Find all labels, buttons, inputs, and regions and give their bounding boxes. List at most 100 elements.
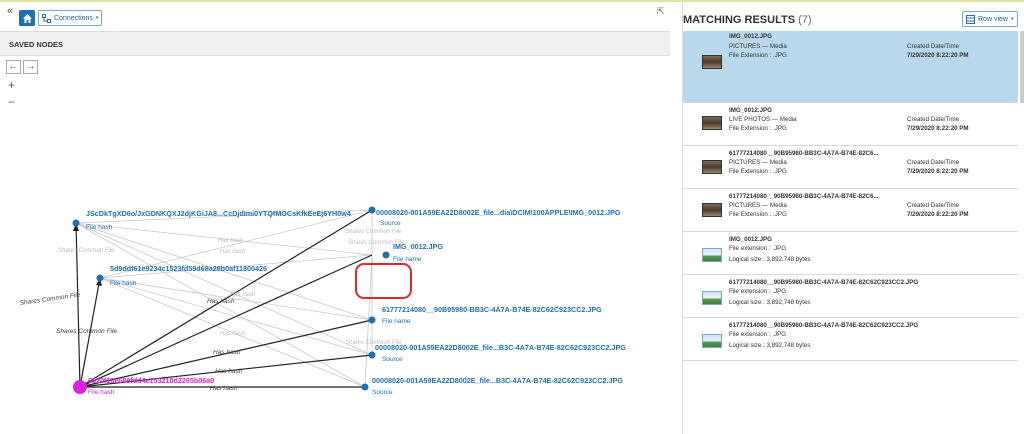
result-category: PICTURES — Media (729, 202, 787, 209)
results-title-text: MATCHING RESULTS (683, 14, 796, 26)
top-border (0, 0, 1024, 2)
pin-icon[interactable]: ⇱ (657, 6, 665, 16)
back-button[interactable]: ← (6, 60, 21, 74)
result-name: IMG_0012.JPG (729, 33, 772, 40)
edge-label-has-hash-faint: Has hash (218, 238, 244, 244)
result-date-value: 7/29/2020 8:22:20 PM (907, 168, 969, 175)
node-sublabel: File hash (110, 280, 137, 287)
result-row[interactable]: IMG_0012.JPG LIVE PHOTOS — Media File Ex… (683, 103, 1018, 146)
highlight-box (355, 263, 412, 299)
graph-node-file-hash-selected[interactable]: 6520f18e689fdd4e153210d2265b06a0 File ha… (73, 376, 214, 396)
result-extension: File Extension : .JPG (729, 168, 787, 175)
node-label: IMG_0012.JPG (393, 242, 443, 251)
result-name: 61777214080__90B95980-BB3C-4A7A-B74E-82C… (729, 279, 919, 286)
result-name: 61777214080__90B95980-BB3C-4A7A-B74E-82C… (729, 193, 879, 200)
result-date-label: Created Date/Time (907, 43, 960, 50)
chevron-down-icon: ▾ (95, 15, 99, 21)
node-sublabel: File hash (88, 389, 115, 396)
node-label: 6520f18e689fdd4e153210d2265b06a0 (88, 376, 214, 385)
result-row[interactable]: 61777214080__90B95980-BB3C-4A7A-B74E-82C… (683, 318, 1018, 361)
saved-nodes-panel: SAVED NODES ← → + − (0, 31, 670, 434)
image-file-icon (702, 291, 722, 305)
photo-thumbnail (702, 203, 722, 217)
result-extension: File Extension : .JPG (729, 211, 787, 218)
result-date-label: Created Date/Time (907, 116, 960, 123)
result-row[interactable]: 61777214080__90B95980-BB3C-4A7A-B74E-82C… (683, 189, 1018, 232)
graph-edges-light (75, 209, 373, 388)
result-name: IMG_0012.JPG (729, 236, 772, 243)
result-size: Logical size : 3,892,748 bytes (729, 256, 811, 263)
result-name: IMG_0012.JPG (729, 107, 772, 114)
result-extension: File extension : .JPG (729, 245, 787, 252)
node-sublabel: File hash (86, 224, 113, 231)
graph-node-source[interactable]: 00008020-001A59EA22D8002E_file...dia\DCI… (368, 206, 621, 228)
node-sublabel: File name (382, 318, 411, 325)
result-date-label: Created Date/Time (907, 202, 960, 209)
edge-label-shares-common-file-faint: Shares Common File (58, 248, 115, 254)
edge-label-has-hash-faint: Has hash (230, 292, 256, 298)
collapse-panel-button[interactable]: « (7, 5, 14, 17)
edge-label-has-hash: Has hash (213, 349, 241, 356)
result-category: LIVE PHOTOS — Media (729, 116, 797, 123)
row-view-label: Row view (978, 15, 1008, 23)
connections-dropdown[interactable]: Connections ▾ (38, 10, 102, 26)
result-extension: File extension : .JPG (729, 288, 787, 295)
result-date-label: Created Date/Time (907, 159, 960, 166)
result-row[interactable]: IMG_0012.JPG PICTURES — Media File Exten… (683, 31, 1018, 103)
node-label: 00008020-001A59EA22D8002E_file...B3C-4A7… (372, 376, 623, 385)
node-sublabel: File name (393, 256, 422, 263)
graph-node-source[interactable]: 00008020-001A59EA22D8002E_file...B3C-4A7… (368, 343, 627, 363)
forward-button[interactable]: → (23, 60, 38, 74)
result-row[interactable]: 61777214080__90B95980-BB3C-4A7A-B74E-82C… (683, 275, 1018, 318)
result-date-value: 7/29/2020 8:22:20 PM (907, 125, 969, 132)
results-scrollbar[interactable] (1020, 31, 1024, 103)
photo-thumbnail (702, 55, 722, 69)
result-row[interactable]: IMG_0012.JPG File extension : .JPG Logic… (683, 232, 1018, 275)
node-label: 00008020-001A59EA22D8002E_file...dia\DCI… (376, 208, 621, 217)
graph-canvas[interactable]: Shares Common File Shares Common File Ha… (0, 0, 670, 434)
node-label: 5d9ddf61e9234c1523fd59d68a28b0af11800426 (110, 264, 267, 273)
edge-label-shares-common-file-faint: Shares Common File (345, 340, 402, 346)
result-row[interactable]: 61777214080__90B95980-BB3C-4A7A-B74E-82C… (683, 146, 1018, 189)
graph-node-file-hash[interactable]: 5d9ddf61e9234c1523fd59d68a28b0af11800426… (96, 264, 268, 287)
result-extension: File Extension : .JPG (729, 52, 787, 59)
home-icon (22, 13, 32, 23)
chevron-down-icon: ▾ (1010, 16, 1014, 22)
connections-icon (42, 13, 51, 23)
node-label: 61777214080__90B95980-BB3C-4A7A-B74E-82C… (382, 305, 602, 314)
photo-thumbnail (702, 160, 722, 174)
home-button[interactable] (19, 10, 35, 26)
zoom-out-button[interactable]: − (8, 95, 16, 109)
result-size: Logical size : 3,892,748 bytes (729, 299, 811, 306)
graph-node-file-name[interactable]: 61777214080__90B95980-BB3C-4A7A-B74E-82C… (368, 305, 603, 325)
node-sublabel: Source (382, 356, 403, 363)
graph-node-file-hash[interactable]: JScDkTgXD6o/JxGDNKQXJ2djKGiJA8...CcDjdIm… (72, 209, 351, 231)
graph-node-file-name[interactable]: IMG_0012.JPG File name (382, 242, 444, 263)
saved-nodes-title: SAVED NODES (0, 32, 670, 56)
node-label: JScDkTgXD6o/JxGDNKQXJ2djKGiJA8...CcDjdIm… (86, 209, 351, 218)
result-date-value: 7/29/2020 8:22:20 PM (907, 211, 969, 218)
row-view-icon (966, 14, 975, 24)
photo-thumbnail (702, 116, 722, 130)
graph-node-source[interactable]: 00008020-001A59EA22D8002E_file...B3C-4A7… (361, 376, 624, 396)
result-extension: File Extension : .JPG (729, 125, 787, 132)
node-label: 00008020-001A59EA22D8002E_file...B3C-4A7… (375, 343, 626, 352)
matching-results-panel: MATCHING RESULTS (7) Row view ▾ IMG_0012… (682, 0, 1024, 434)
node-sublabel: Source (380, 220, 401, 227)
graph-edges-dark (75, 209, 373, 388)
zoom-in-button[interactable]: + (8, 78, 16, 92)
result-size: Logical size : 3,892,748 bytes (729, 342, 811, 349)
results-count: (7) (798, 14, 812, 26)
edge-label-has-hash: Has hash (210, 385, 238, 392)
row-view-dropdown[interactable]: Row view ▾ (962, 11, 1018, 27)
image-file-icon (702, 248, 722, 262)
edge-label-has-hash: Has hash (215, 368, 243, 375)
edge-label-has-hash-faint: Has hash (220, 249, 246, 255)
matching-results-title: MATCHING RESULTS (7) (683, 14, 812, 26)
image-file-icon (702, 334, 722, 348)
edge-label-shares-common-file-faint: Shares Common File (345, 229, 402, 235)
connections-label: Connections (54, 14, 93, 22)
edge-label-has-hash: Has hash (207, 298, 235, 305)
node-sublabel: Source (372, 389, 393, 396)
result-name: 61777214080__90B95980-BB3C-4A7A-B74E-82C… (729, 322, 919, 329)
